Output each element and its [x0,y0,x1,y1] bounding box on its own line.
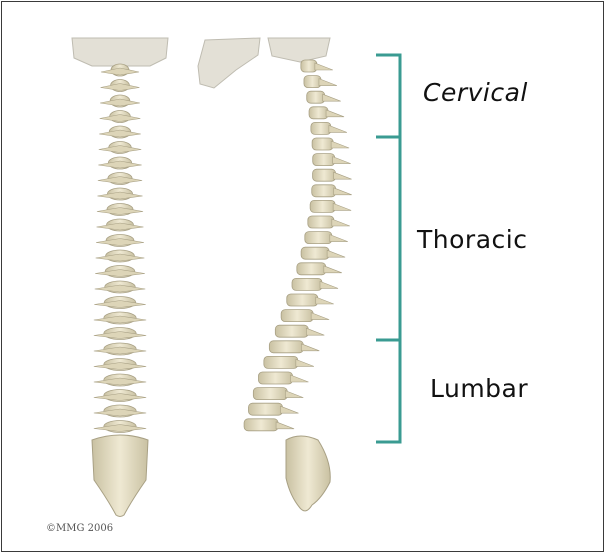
spinous-process [326,110,344,117]
vertebra [313,169,336,181]
vertebra [312,138,333,150]
transverse-process [101,68,139,75]
vertebra [244,419,278,431]
transverse-process [94,378,146,385]
copyright-notice: ©MMG 2006 [46,523,113,534]
spinous-process [319,79,337,86]
vertebra [301,247,329,259]
transverse-process [95,270,145,277]
vertebra [311,122,331,134]
transverse-process [97,223,144,230]
transverse-process [97,208,143,215]
spinous-process [327,250,345,257]
vertebra [309,107,328,119]
label-thoracic: Thoracic [417,225,527,254]
transverse-process [94,316,146,323]
transverse-process [97,192,142,199]
vertebra [292,278,322,290]
transverse-process [94,409,146,416]
spinous-process [290,375,308,382]
label-cervical: Cervical [423,78,528,107]
vertebra [281,310,313,322]
transverse-process [94,301,146,308]
spinous-process [329,125,347,132]
transverse-process [94,363,146,370]
vertebra [248,403,282,415]
spinous-process [301,344,319,351]
spinous-process [296,359,314,366]
spinous-process [276,422,294,429]
vertebra [287,294,318,306]
transverse-process [94,347,146,354]
vertebra [312,185,336,197]
spinous-process [323,94,341,101]
vertebra [258,372,292,384]
vertebra [305,232,332,244]
spinous-process [315,63,333,70]
spinous-process [331,141,349,148]
transverse-process [98,161,141,168]
vertebra [275,325,308,337]
vertebra [310,200,335,212]
vertebra [253,388,287,400]
transverse-process [95,285,146,292]
vertebra [264,356,298,368]
spinous-process [316,297,334,304]
vertebra [308,216,334,228]
label-lumbar: Lumbar [430,374,528,403]
spinous-process [333,203,351,210]
spinous-process [332,219,350,226]
vertebra [269,341,303,353]
spinous-process [324,266,342,273]
thoracic-bracket [376,137,400,340]
transverse-process [94,332,146,339]
vertebra [297,263,326,275]
spinous-process [306,328,324,335]
transverse-process [100,99,140,106]
vertebra [307,91,325,103]
cervical-bracket [376,55,400,137]
spinous-process [330,235,348,242]
spinous-process [334,172,352,179]
spinous-process [285,391,303,398]
transverse-process [100,115,141,122]
transverse-process [94,425,146,432]
region-brackets [376,55,400,442]
lateral-spine [198,38,352,511]
vertebra [313,154,335,166]
lumbar-bracket [376,340,400,442]
transverse-process [99,146,142,153]
transverse-process [96,254,145,261]
spinous-process [320,281,338,288]
spinous-process [333,157,351,164]
spinous-process [334,188,352,195]
vertebra [304,76,321,88]
transverse-process [99,130,141,137]
transverse-process [101,84,140,91]
spinous-process [311,313,329,320]
transverse-process [96,239,144,246]
transverse-process [98,177,142,184]
spinous-process [280,406,298,413]
vertebra [301,60,317,72]
transverse-process [94,394,146,401]
posterior-spine [72,38,168,517]
